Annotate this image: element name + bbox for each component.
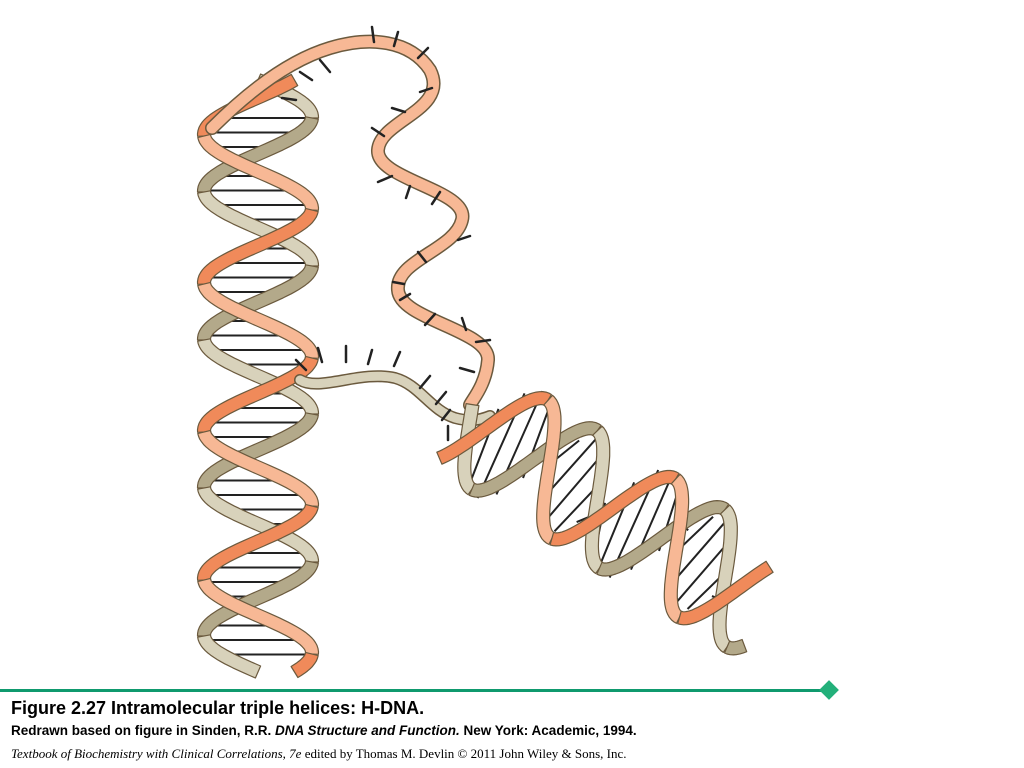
strand-orange-segment — [536, 394, 562, 545]
right-duplex-strands — [436, 391, 774, 656]
unpaired-base-ticks — [280, 25, 492, 442]
strand-tan-segment — [596, 500, 730, 577]
strand-tan-segment — [197, 338, 320, 415]
figure-credit: Redrawn based on figure in Sinden, R.R. … — [11, 723, 637, 738]
strand-tan-segment — [197, 190, 320, 267]
source-rest: edited by Thomas M. Devlin © 2011 John W… — [301, 746, 627, 761]
credit-book-title: DNA Structure and Function. — [275, 723, 460, 738]
h-dna-diagram — [196, 25, 774, 679]
strand-orange-segment — [290, 651, 319, 679]
strand-tan-segment — [712, 504, 738, 653]
strand-orange-segment — [197, 577, 320, 655]
figure-caption-title: Figure 2.27 Intramolecular triple helice… — [11, 698, 425, 718]
strand-orange-segment — [197, 429, 320, 507]
credit-suffix: New York: Academic, 1994. — [459, 723, 637, 738]
strand-tan-segment — [197, 486, 320, 563]
strand-orange-segment — [549, 469, 680, 547]
strand-orange-segment — [663, 473, 690, 624]
textbook-source: Textbook of Biochemistry with Clinical C… — [11, 746, 627, 762]
credit-prefix: Redrawn based on figure in Sinden, R.R. — [11, 723, 276, 738]
strand-tan-segment — [197, 634, 262, 679]
strand-orange-segment — [197, 281, 320, 359]
strand-tan-segment — [468, 421, 602, 498]
left-duplex-strands — [196, 73, 320, 679]
source-book-title: Textbook of Biochemistry with Clinical C… — [11, 746, 302, 761]
strand-tan-segment — [723, 638, 748, 656]
strand-orange-segment — [677, 560, 774, 626]
strand-orange-segment — [197, 133, 320, 211]
strand-orange-segment — [436, 391, 552, 465]
caption-divider — [0, 689, 826, 692]
